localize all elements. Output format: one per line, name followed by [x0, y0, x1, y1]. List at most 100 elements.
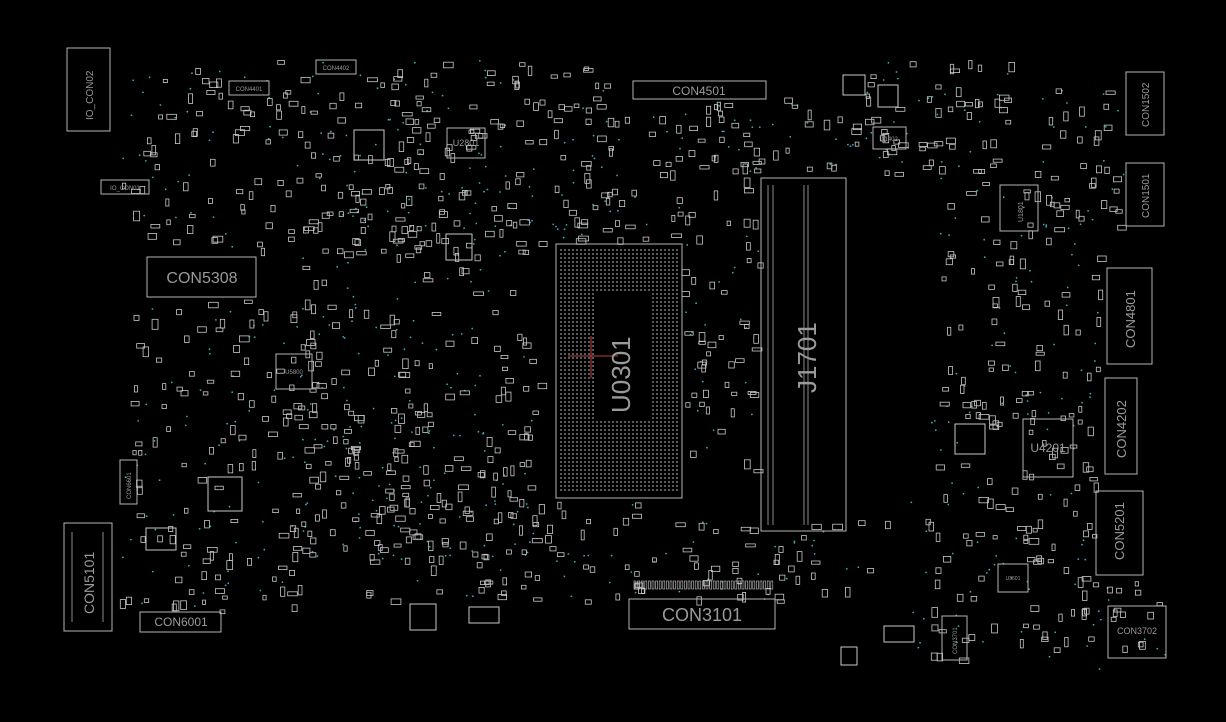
bga-ball — [672, 313, 674, 315]
smd-part — [554, 129, 559, 140]
u5800-chip[interactable]: U5800 — [275, 353, 313, 390]
bga-ball — [636, 273, 638, 275]
smd-part — [398, 413, 405, 425]
smd-part — [304, 447, 315, 454]
con3701-connector[interactable]: CON3701 — [941, 615, 968, 661]
con4401-connector[interactable]: CON4401 — [228, 80, 270, 96]
bga-ball — [668, 377, 670, 379]
con5101-connector[interactable]: CON5101 — [63, 522, 113, 632]
smd-part — [155, 357, 163, 363]
bga-ball — [640, 477, 642, 479]
smd-part — [304, 141, 311, 149]
con5201-connector[interactable]: CON5201 — [1095, 490, 1144, 576]
via-dot — [479, 374, 481, 377]
smd-part — [445, 393, 456, 401]
bga-ball — [616, 473, 618, 475]
smd-part — [459, 541, 467, 550]
smd-part — [309, 388, 317, 393]
bga-ball — [564, 277, 566, 279]
con4501-connector[interactable]: CON4501 — [632, 80, 767, 100]
bga-ball — [664, 253, 666, 255]
con3101-connector[interactable]: CON3101 — [628, 580, 776, 630]
smd-part — [625, 224, 636, 230]
bga-ball — [576, 429, 578, 431]
con1501-connector[interactable]: CON1501 — [1125, 162, 1165, 227]
bga-ball — [652, 473, 654, 475]
smd-part — [391, 330, 397, 339]
j1701-connector[interactable]: J1701 — [760, 177, 847, 532]
smd-part — [988, 360, 995, 366]
con5308-connector[interactable]: CON5308 — [146, 256, 257, 298]
bga-ball — [660, 417, 662, 419]
con4801-connector[interactable]: CON4801 — [1106, 267, 1153, 365]
bga-ball — [564, 485, 566, 487]
smd-part — [879, 135, 886, 142]
via-dot — [395, 328, 398, 331]
via-dot — [209, 525, 212, 528]
bga-ball — [632, 485, 634, 487]
con4202-connector[interactable]: CON4202 — [1104, 377, 1138, 475]
chip-rect-h — [883, 625, 915, 643]
smd-part — [713, 529, 719, 534]
smd-part — [340, 502, 347, 509]
bga-ball — [604, 445, 606, 447]
smd-part — [405, 195, 413, 206]
u4201-chip[interactable]: U4201 — [1022, 418, 1074, 478]
bga-ball — [644, 253, 646, 255]
bga-ball — [588, 413, 590, 415]
smd-part — [230, 370, 241, 377]
u2801-chip[interactable]: U2801 — [446, 127, 486, 159]
bga-ball — [620, 253, 622, 255]
u1402-chip[interactable]: U1402 — [872, 126, 907, 150]
bga-ball — [612, 253, 614, 255]
bga-ball — [628, 429, 630, 431]
smd-part — [1041, 636, 1049, 642]
bga-ball — [576, 405, 578, 407]
bga-ball — [576, 257, 578, 259]
bga-ball — [560, 413, 562, 415]
smd-part — [1081, 576, 1092, 582]
smd-part — [965, 102, 974, 107]
bga-ball — [592, 309, 594, 311]
bga-ball — [564, 293, 566, 295]
via-dot — [482, 432, 485, 434]
io-con01-connector[interactable]: IO_CON01 — [100, 179, 150, 195]
bga-ball — [672, 449, 674, 451]
u1801-chip[interactable]: U1801 — [999, 184, 1039, 232]
con3702-connector[interactable]: CON3702 — [1107, 605, 1167, 659]
bga-ball — [656, 345, 658, 347]
bga-ball — [656, 461, 658, 463]
bga-ball — [660, 453, 662, 455]
bga-ball — [620, 457, 622, 459]
bga-ball — [584, 421, 586, 423]
bga-ball — [580, 297, 582, 299]
via-dot — [226, 422, 229, 425]
smd-part — [533, 597, 543, 602]
smd-part — [461, 189, 468, 196]
bga-ball — [580, 441, 582, 443]
smd-part — [485, 230, 495, 238]
via-dot — [447, 107, 450, 110]
bga-ball — [668, 277, 670, 279]
smd-part — [197, 476, 208, 484]
con4402-connector[interactable]: CON4402 — [315, 59, 357, 75]
u0301-cpu[interactable]: U0301 — [555, 243, 683, 499]
bga-ball — [584, 317, 586, 319]
smd-part — [344, 403, 350, 411]
bga-ball — [564, 473, 566, 475]
via-dot — [359, 526, 362, 529]
con1502-connector[interactable]: CON1502 — [1125, 71, 1165, 136]
io-con02-connector[interactable]: IO_CON02 — [66, 47, 111, 132]
via-dot — [1009, 365, 1012, 367]
u3601-chip[interactable]: U3601 — [997, 563, 1029, 593]
bga-ball — [628, 445, 630, 447]
bga-ball — [564, 477, 566, 479]
via-dot — [412, 319, 415, 322]
bga-ball — [600, 285, 602, 287]
u0301-label: U0301 — [606, 336, 636, 413]
con6001-connector[interactable]: CON6001 — [139, 611, 222, 633]
bga-ball — [636, 261, 638, 263]
con3101-pin — [676, 580, 680, 590]
smd-part — [136, 513, 145, 519]
con6601-connector[interactable]: CON6601 — [119, 459, 138, 505]
